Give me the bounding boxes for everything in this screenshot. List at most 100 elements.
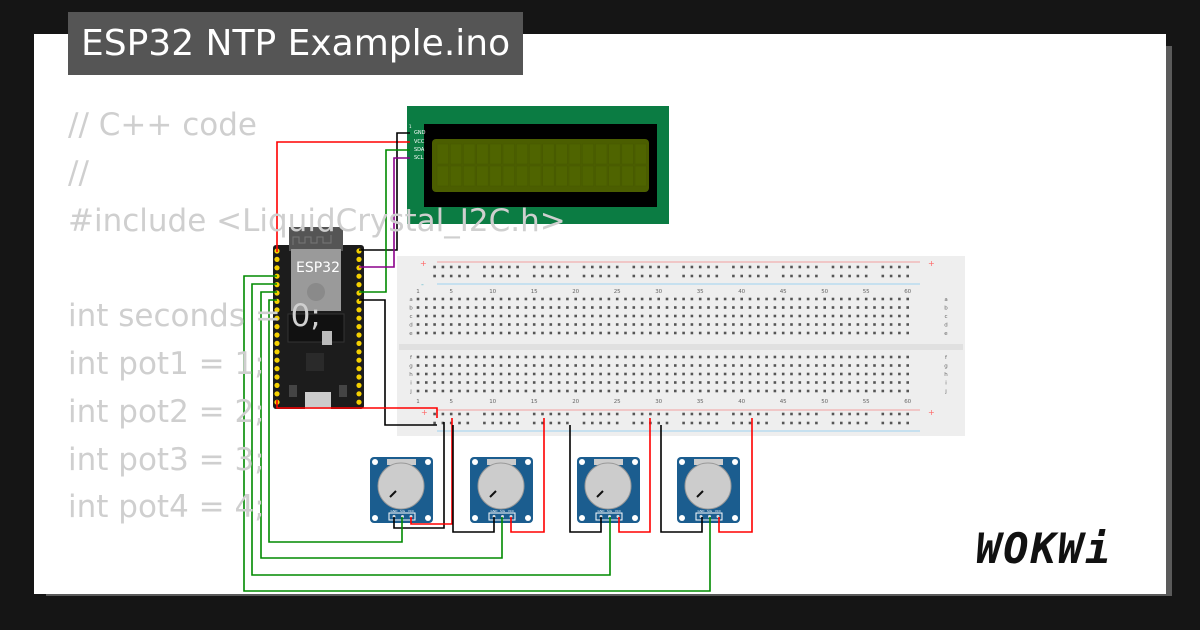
breadboard-hole[interactable] — [433, 323, 436, 326]
breadboard-hole[interactable] — [790, 372, 793, 376]
breadboard-hole[interactable] — [798, 372, 802, 376]
rail-hole[interactable] — [856, 421, 860, 425]
breadboard-hole[interactable] — [773, 297, 777, 301]
rail-hole[interactable] — [781, 265, 785, 269]
breadboard-hole[interactable] — [748, 323, 752, 326]
rail-hole[interactable] — [881, 421, 885, 425]
boot-button[interactable] — [339, 385, 347, 397]
breadboard-hole[interactable] — [649, 306, 652, 309]
rail-hole[interactable] — [781, 412, 785, 416]
rail-hole[interactable] — [906, 265, 909, 269]
rail-hole[interactable] — [649, 265, 652, 269]
breadboard-hole[interactable] — [524, 364, 528, 367]
esp32-pin[interactable] — [356, 382, 362, 388]
breadboard-hole[interactable] — [906, 372, 909, 376]
breadboard-hole[interactable] — [748, 389, 752, 393]
breadboard-hole[interactable] — [864, 297, 868, 301]
breadboard-hole[interactable] — [864, 381, 868, 384]
breadboard-hole[interactable] — [840, 323, 843, 326]
esp32-pin[interactable] — [274, 366, 280, 372]
breadboard-hole[interactable] — [474, 323, 478, 326]
breadboard-hole[interactable] — [698, 381, 702, 384]
breadboard-hole[interactable] — [549, 372, 553, 376]
breadboard-hole[interactable] — [773, 323, 777, 326]
breadboard-hole[interactable] — [665, 389, 669, 393]
esp32-pin[interactable] — [274, 349, 280, 355]
rail-hole[interactable] — [690, 265, 694, 269]
breadboard-hole[interactable] — [615, 331, 619, 335]
breadboard-hole[interactable] — [433, 389, 436, 393]
rail-hole[interactable] — [898, 412, 901, 416]
breadboard-hole[interactable] — [433, 306, 436, 309]
breadboard-hole[interactable] — [425, 331, 428, 335]
rail-hole[interactable] — [657, 412, 660, 416]
pot-knob[interactable] — [377, 462, 425, 510]
breadboard-hole[interactable] — [541, 364, 544, 367]
breadboard-hole[interactable] — [889, 331, 893, 335]
breadboard-hole[interactable] — [840, 331, 843, 335]
breadboard-hole[interactable] — [815, 364, 818, 367]
breadboard-hole[interactable] — [532, 306, 536, 309]
breadboard-hole[interactable] — [474, 314, 478, 318]
breadboard-hole[interactable] — [499, 323, 503, 326]
breadboard-hole[interactable] — [773, 389, 777, 393]
breadboard-hole[interactable] — [615, 381, 619, 384]
esp32-pin[interactable] — [356, 315, 362, 321]
rail-hole[interactable] — [898, 265, 901, 269]
breadboard-hole[interactable] — [682, 306, 685, 309]
breadboard-hole[interactable] — [815, 314, 818, 318]
rail-hole[interactable] — [715, 265, 719, 269]
breadboard-hole[interactable] — [840, 389, 843, 393]
rail-hole[interactable] — [881, 265, 885, 269]
breadboard-hole[interactable] — [433, 297, 436, 301]
breadboard-hole[interactable] — [690, 381, 694, 384]
breadboard-hole[interactable] — [840, 297, 843, 301]
breadboard-hole[interactable] — [599, 306, 602, 309]
breadboard[interactable]: + + - + + 115510101515202025253030353540… — [397, 256, 965, 436]
wire-gnd-lcd[interactable] — [359, 132, 410, 251]
breadboard-hole[interactable] — [815, 355, 818, 359]
esp32-pin[interactable] — [274, 256, 280, 262]
breadboard-hole[interactable] — [748, 331, 752, 335]
breadboard-hole[interactable] — [690, 314, 694, 318]
breadboard-hole[interactable] — [416, 364, 420, 367]
breadboard-hole[interactable] — [508, 314, 511, 318]
breadboard-hole[interactable] — [591, 314, 594, 318]
rail-hole[interactable] — [856, 265, 860, 269]
breadboard-hole[interactable] — [458, 331, 461, 335]
breadboard-hole[interactable] — [433, 331, 436, 335]
breadboard-hole[interactable] — [682, 297, 685, 301]
breadboard-hole[interactable] — [898, 372, 901, 376]
breadboard-hole[interactable] — [591, 372, 594, 376]
breadboard-hole[interactable] — [508, 297, 511, 301]
breadboard-hole[interactable] — [640, 381, 644, 384]
rail-hole[interactable] — [682, 265, 685, 269]
breadboard-hole[interactable] — [599, 331, 602, 335]
breadboard-hole[interactable] — [508, 323, 511, 326]
breadboard-hole[interactable] — [765, 381, 768, 384]
breadboard-hole[interactable] — [715, 381, 719, 384]
breadboard-hole[interactable] — [873, 323, 876, 326]
rail-hole[interactable] — [549, 412, 553, 416]
breadboard-hole[interactable] — [823, 297, 826, 301]
esp32-pin[interactable] — [356, 307, 362, 313]
rail-hole[interactable] — [765, 265, 768, 269]
breadboard-hole[interactable] — [674, 364, 677, 367]
breadboard-hole[interactable] — [889, 355, 893, 359]
breadboard-hole[interactable] — [790, 323, 793, 326]
breadboard-hole[interactable] — [732, 323, 735, 326]
rail-hole[interactable] — [898, 421, 901, 425]
breadboard-hole[interactable] — [624, 306, 627, 309]
breadboard-hole[interactable] — [557, 364, 561, 367]
rail-hole[interactable] — [516, 421, 519, 425]
breadboard-hole[interactable] — [524, 355, 528, 359]
breadboard-hole[interactable] — [806, 306, 810, 309]
breadboard-hole[interactable] — [574, 381, 577, 384]
breadboard-hole[interactable] — [715, 323, 719, 326]
breadboard-hole[interactable] — [690, 355, 694, 359]
breadboard-hole[interactable] — [698, 364, 702, 367]
breadboard-hole[interactable] — [723, 364, 727, 367]
breadboard-hole[interactable] — [906, 306, 909, 309]
rail-hole[interactable] — [516, 265, 519, 269]
breadboard-hole[interactable] — [740, 364, 743, 367]
